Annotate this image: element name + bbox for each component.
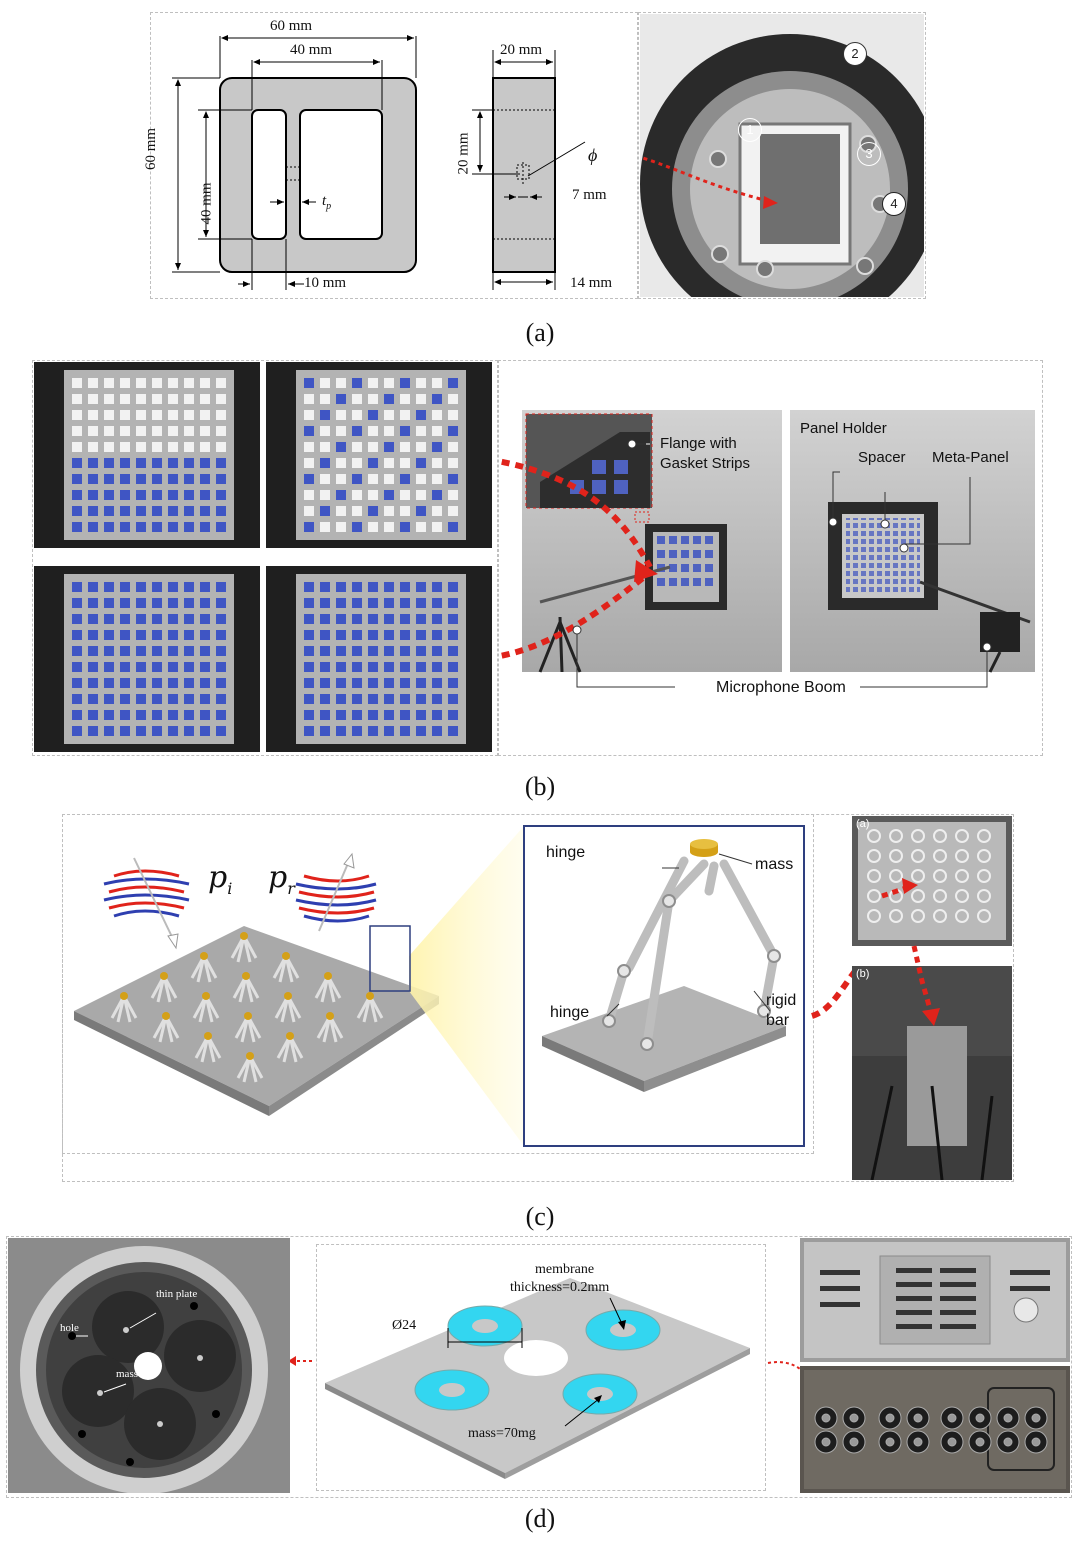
membrane-plate-illustration <box>290 1278 800 1479</box>
label-hinge-top: hinge <box>546 844 586 861</box>
panel-a-drawing-frame <box>150 12 638 299</box>
marker-3: 3 <box>857 142 881 166</box>
panel-a-photo-frame <box>638 12 926 299</box>
caption-a: (a) <box>525 318 555 347</box>
chamber-photos <box>500 362 1041 754</box>
label-thickness: thickness=0.2mm <box>510 1280 610 1295</box>
panel-d-frame <box>6 1236 1072 1498</box>
label-flange-line1: Flange with <box>660 435 737 452</box>
dim-40-left: 40 mm <box>198 182 215 225</box>
dim-phi: ϕ <box>588 145 598 165</box>
label-flange-line2: Gasket Strips <box>660 455 751 472</box>
marker-4: 4 <box>882 192 906 216</box>
label-rigid: rigid <box>766 992 797 1009</box>
cavity-left <box>251 109 287 240</box>
dim-40-top: 40 mm <box>290 42 333 58</box>
label-diameter: Ø24 <box>392 1318 417 1333</box>
dim-7: 7 mm <box>572 187 607 203</box>
label-bar: bar <box>766 1012 790 1029</box>
label-mass-value: mass=70mg <box>468 1426 536 1441</box>
panel-b-chamber-frame <box>498 360 1043 756</box>
dim-tp: tp <box>322 193 332 212</box>
side-view <box>492 77 556 273</box>
panel-c-outer-frame <box>62 814 1014 1182</box>
meta-panel-photo-grid <box>34 362 496 754</box>
label-p-r: pr <box>268 860 295 898</box>
label-thin-plate: thin plate <box>156 1288 198 1300</box>
caption-c: (c) <box>525 1202 555 1231</box>
marker-2: 2 <box>843 42 867 66</box>
label-mass-photo: mass <box>116 1368 138 1380</box>
marker-1: 1 <box>738 118 762 142</box>
label-panel-holder: Panel Holder <box>800 420 887 437</box>
label-membrane: membrane <box>535 1262 595 1277</box>
resonator-plate-illustration <box>74 825 852 1147</box>
panel-a-drawings <box>172 35 586 290</box>
label-hinge-bottom: hinge <box>550 1004 590 1021</box>
panel-d-inner-frame <box>316 1244 766 1491</box>
label-mass: mass <box>755 856 794 873</box>
panel-c-photos <box>852 816 1012 1180</box>
label-meta-panel: Meta-Panel <box>932 449 1009 466</box>
appliance-photos <box>800 1238 1070 1493</box>
label-p-i: pi <box>208 860 233 898</box>
panel-b-photos-frame <box>32 360 498 756</box>
label-inset-b: (b) <box>856 968 870 980</box>
dim-60-left: 60 mm <box>143 127 159 170</box>
label-inset-a: (a) <box>856 818 870 830</box>
dim-20-left: 20 mm <box>455 132 472 175</box>
dim-10: 10 mm <box>304 275 347 291</box>
caption-b: (b) <box>524 772 556 801</box>
label-spacer: Spacer <box>858 449 906 466</box>
impedance-tube-photo <box>640 14 924 297</box>
dim-20-top: 20 mm <box>500 42 543 58</box>
dim-60-top: 60 mm <box>270 18 313 34</box>
label-microphone-boom: Microphone Boom <box>716 679 846 696</box>
cylinder-photo <box>8 1238 290 1493</box>
dim-14: 14 mm <box>570 275 613 291</box>
cavity-right <box>299 109 383 240</box>
caption-d: (d) <box>524 1504 556 1533</box>
label-hole: hole <box>60 1322 79 1334</box>
